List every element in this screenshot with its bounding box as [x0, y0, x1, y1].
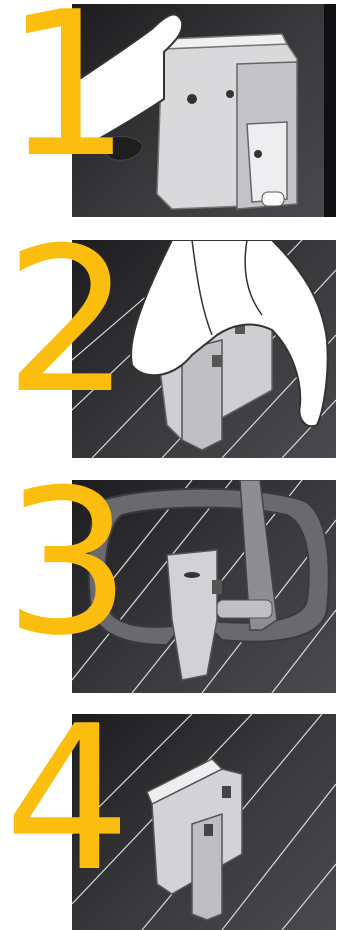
step-1: 1	[0, 0, 342, 225]
step-3: 3	[0, 470, 342, 700]
step-number-2: 2	[4, 222, 127, 422]
step-number-1: 1	[4, 0, 127, 186]
step-number-4: 4	[4, 700, 127, 900]
step-number-3: 3	[4, 464, 127, 664]
step-2: 2	[0, 232, 342, 462]
step-4: 4	[0, 710, 342, 930]
